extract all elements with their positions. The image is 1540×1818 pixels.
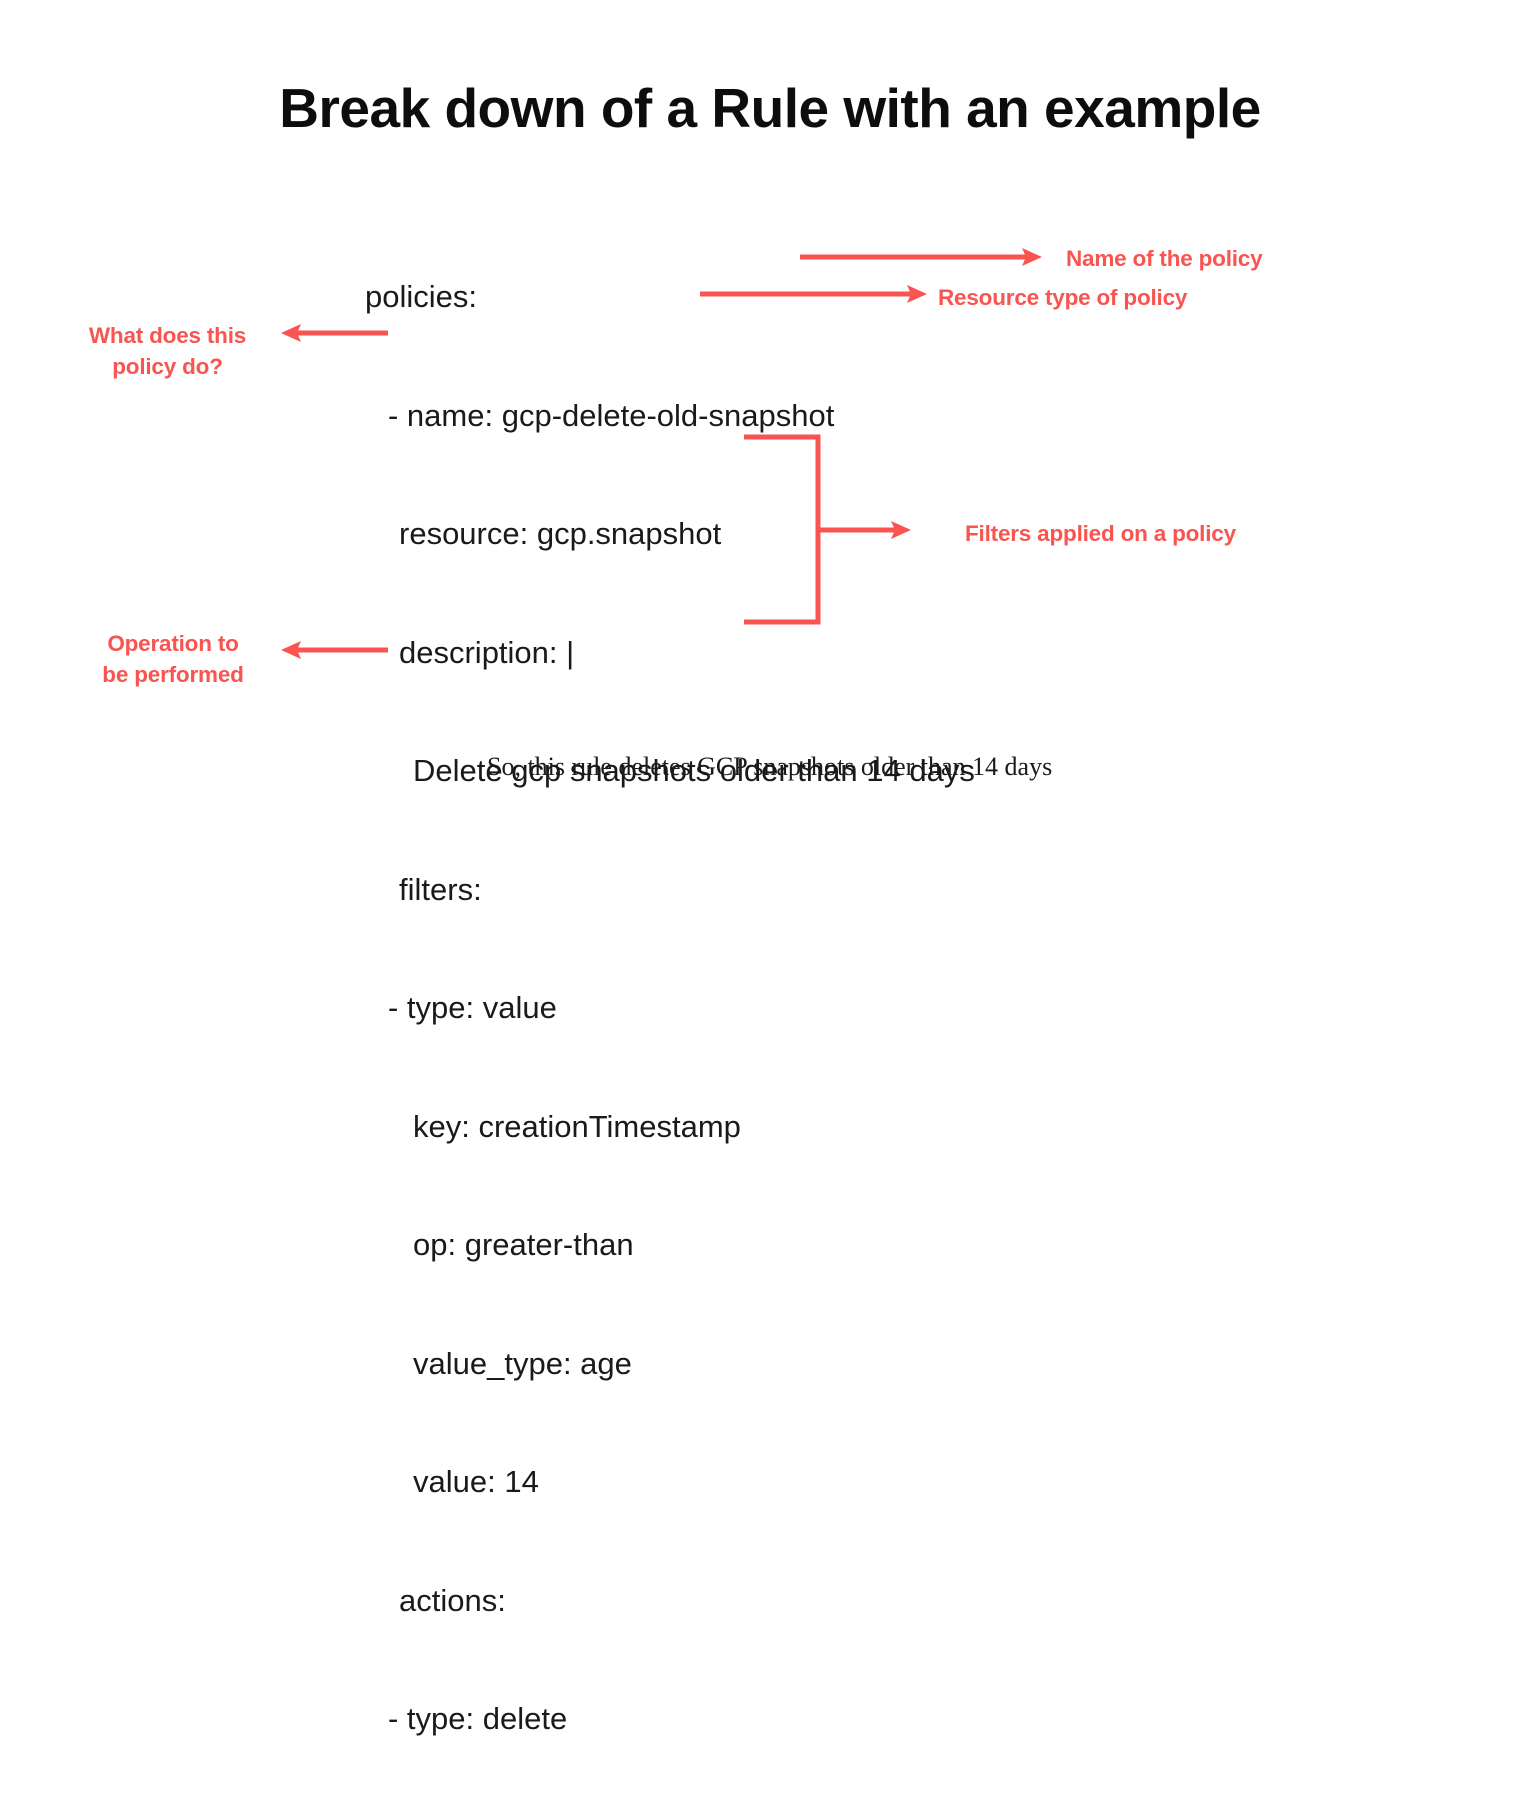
yaml-line-filter-op: op: greater-than bbox=[413, 1227, 634, 1262]
annotation-label-resource: Resource type of policy bbox=[938, 285, 1188, 310]
yaml-line-filter-key: key: creationTimestamp bbox=[413, 1108, 741, 1144]
yaml-line-name: - name: gcp-delete-old-snapshot bbox=[388, 397, 835, 433]
page-title: Break down of a Rule with an example bbox=[279, 77, 1261, 139]
yaml-line-filters: filters: bbox=[399, 871, 482, 907]
annotation-label-actions: Operation to be performed bbox=[102, 631, 244, 687]
yaml-line-description-text: Delete gcp snapshots older than 14 days bbox=[413, 753, 975, 788]
yaml-line-description: description: | bbox=[399, 634, 575, 670]
yaml-line-action-type: - type: delete bbox=[388, 1701, 568, 1736]
annotation-label-filters: Filters applied on a policy bbox=[965, 521, 1236, 546]
summary-caption: So, this rule deletes GCP snapshots olde… bbox=[487, 752, 1053, 781]
yaml-line-policies: policies: bbox=[365, 279, 477, 314]
annotation-label-name: Name of the policy bbox=[1066, 246, 1263, 271]
slide-canvas: Break down of a Rule with an example pol… bbox=[88, 77, 1263, 1736]
yaml-line-actions: actions: bbox=[399, 1582, 506, 1618]
yaml-line-resource: resource: gcp.snapshot bbox=[399, 516, 722, 551]
annotation-label-description: What does this policy do? bbox=[88, 323, 247, 379]
yaml-line-filter-value-type: value_type: age bbox=[413, 1345, 632, 1381]
yaml-line-filter-value: value: 14 bbox=[413, 1464, 539, 1499]
